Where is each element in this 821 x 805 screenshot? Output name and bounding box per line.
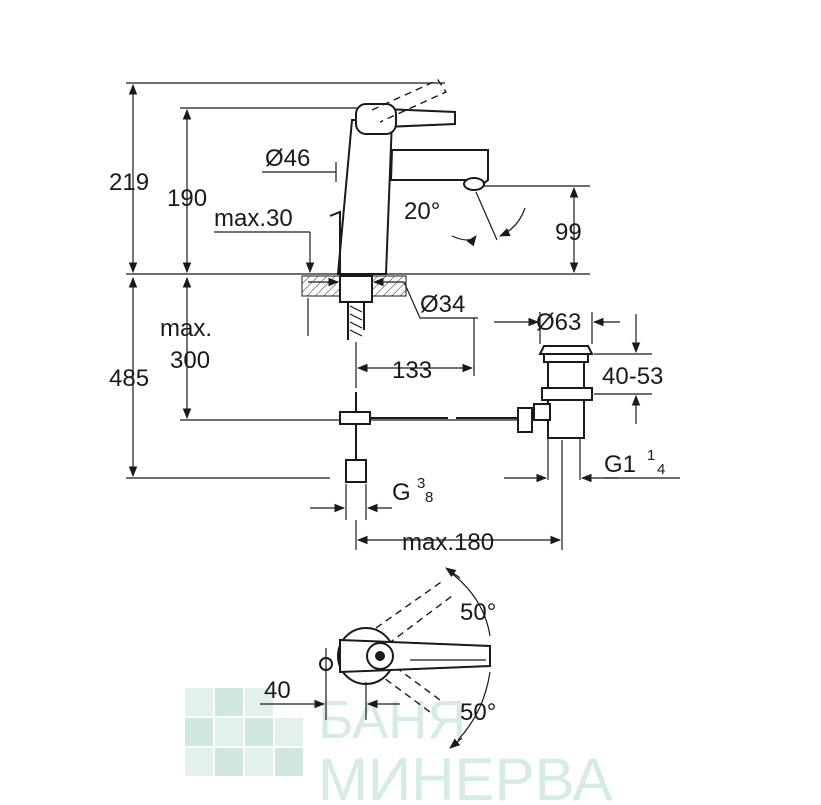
angle20-arc-right [499, 207, 526, 237]
top-view: 50° 50° 40 [260, 567, 496, 749]
thread-marks [349, 305, 363, 337]
dim-4053: 40-53 [602, 363, 663, 390]
dim-40: 40 [264, 677, 291, 704]
watermark-logo-icon [185, 688, 303, 776]
drain-rod-socket [533, 403, 551, 421]
dim-485: 485 [109, 365, 149, 392]
dim-g114-main: G1 [604, 451, 636, 478]
faucet-cartridge [355, 103, 397, 135]
dim-angle50-bottom: 50° [460, 699, 496, 726]
dim-g38-main: G [392, 479, 411, 506]
dim-angle20: 20° [404, 198, 440, 225]
dim-max300-line2: 300 [170, 347, 210, 374]
lever-raised-dashed [371, 79, 448, 123]
hose-clamp [339, 411, 371, 425]
watermark: БАНЯ МИНЕРВА [185, 688, 613, 805]
dim-max30: max.30 [214, 205, 293, 232]
angle20-ray [475, 191, 498, 241]
lever-rotated-up-dashed [375, 579, 453, 645]
faucet-body [336, 119, 394, 275]
side-elevation: 219 190 Ø46 max.30 20° 99 [109, 79, 680, 556]
hose-connector [345, 459, 367, 483]
top-lever [339, 638, 491, 674]
dim-190: 190 [167, 185, 207, 212]
popup-rod-clip [517, 407, 533, 433]
watermark-line-1: БАНЯ [318, 690, 466, 750]
leader-d34 [403, 281, 478, 319]
dim-angle50-top: 50° [460, 599, 496, 626]
drain-nut [541, 387, 593, 401]
drain-top-ring [543, 353, 589, 363]
dim-g114-num: 1 [647, 447, 655, 464]
dim-d34: Ø34 [420, 291, 465, 318]
mounting-nut [339, 275, 373, 303]
deck-section-left [301, 275, 341, 297]
angle50-top-arrow [445, 567, 461, 579]
dim-133: 133 [392, 357, 432, 384]
dim-g38-den: 8 [425, 489, 433, 506]
dim-max180: max.180 [402, 529, 494, 556]
watermark-line-2: МИНЕРВА [318, 746, 613, 805]
dim-d63: Ø63 [536, 309, 581, 336]
faucet-aerator [463, 177, 485, 191]
drain-body-upper [547, 361, 585, 391]
dim-219: 219 [109, 169, 149, 196]
popup-rod [329, 210, 341, 274]
angle50-bottom-arrow [449, 737, 463, 749]
dim-g114-den: 4 [657, 461, 665, 478]
dim-g38-num: 3 [417, 475, 425, 492]
drain-body-lower [547, 399, 585, 439]
dim-99: 99 [555, 219, 582, 246]
angle50-bottom-arc [457, 671, 491, 741]
top-cartridge-dot [375, 651, 385, 661]
angle20-arc-left [451, 235, 477, 247]
dim-d46: Ø46 [265, 145, 310, 172]
deck-section-right [371, 275, 407, 297]
mounting-rod [347, 302, 365, 340]
dim-max300-line1: max. [160, 315, 212, 342]
drain-flange [538, 345, 594, 355]
